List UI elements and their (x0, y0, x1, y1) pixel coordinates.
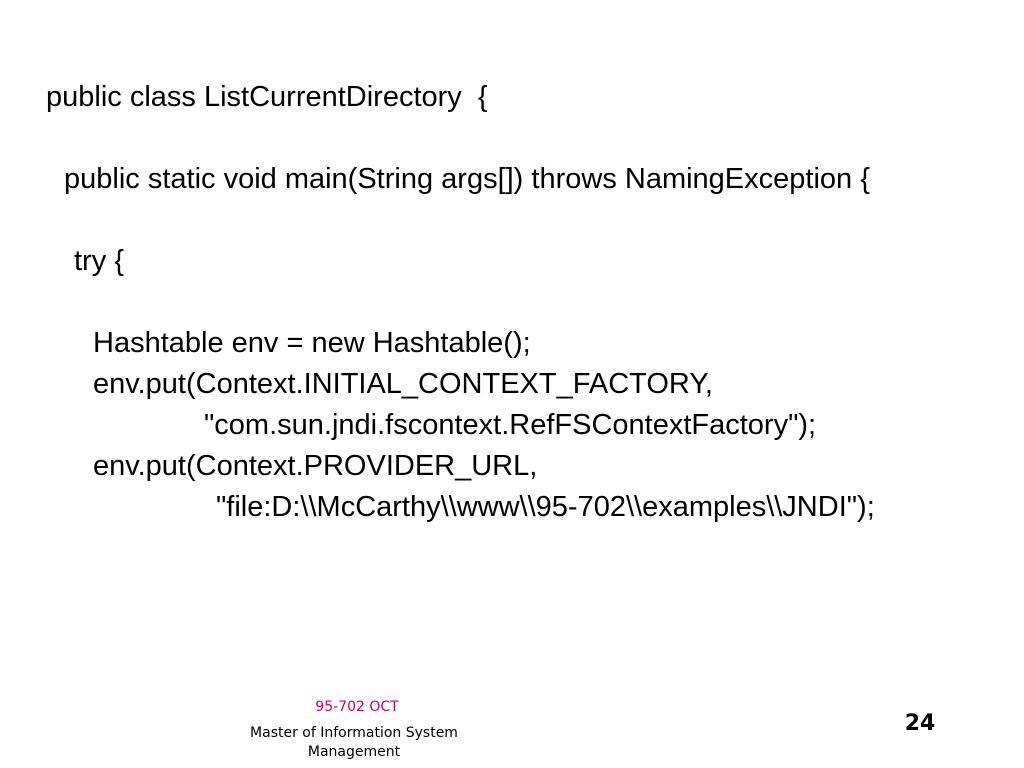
slide-page-number: 24 (904, 711, 936, 736)
code-line-hashtable: Hashtable env = new Hashtable(); (93, 327, 531, 359)
code-line-factory-value: "com.sun.jndi.fscontext.RefFSContextFact… (204, 409, 817, 441)
code-line-provider-url-value: "file:D:\\McCarthy\\www\\95-702\\example… (216, 491, 875, 523)
code-line-try: try { (74, 245, 124, 277)
code-line-main-method: public static void main(String args[]) t… (64, 163, 870, 195)
footer-program-name: Master of Information System Management (250, 725, 458, 760)
code-line-put-factory: env.put(Context.INITIAL_CONTEXT_FACTORY, (93, 368, 713, 400)
code-line-put-provider-url: env.put(Context.PROVIDER_URL, (93, 450, 538, 482)
footer-course-code: 95-702 OCT (315, 699, 399, 715)
code-line-class-declaration: public class ListCurrentDirectory { (46, 81, 488, 113)
